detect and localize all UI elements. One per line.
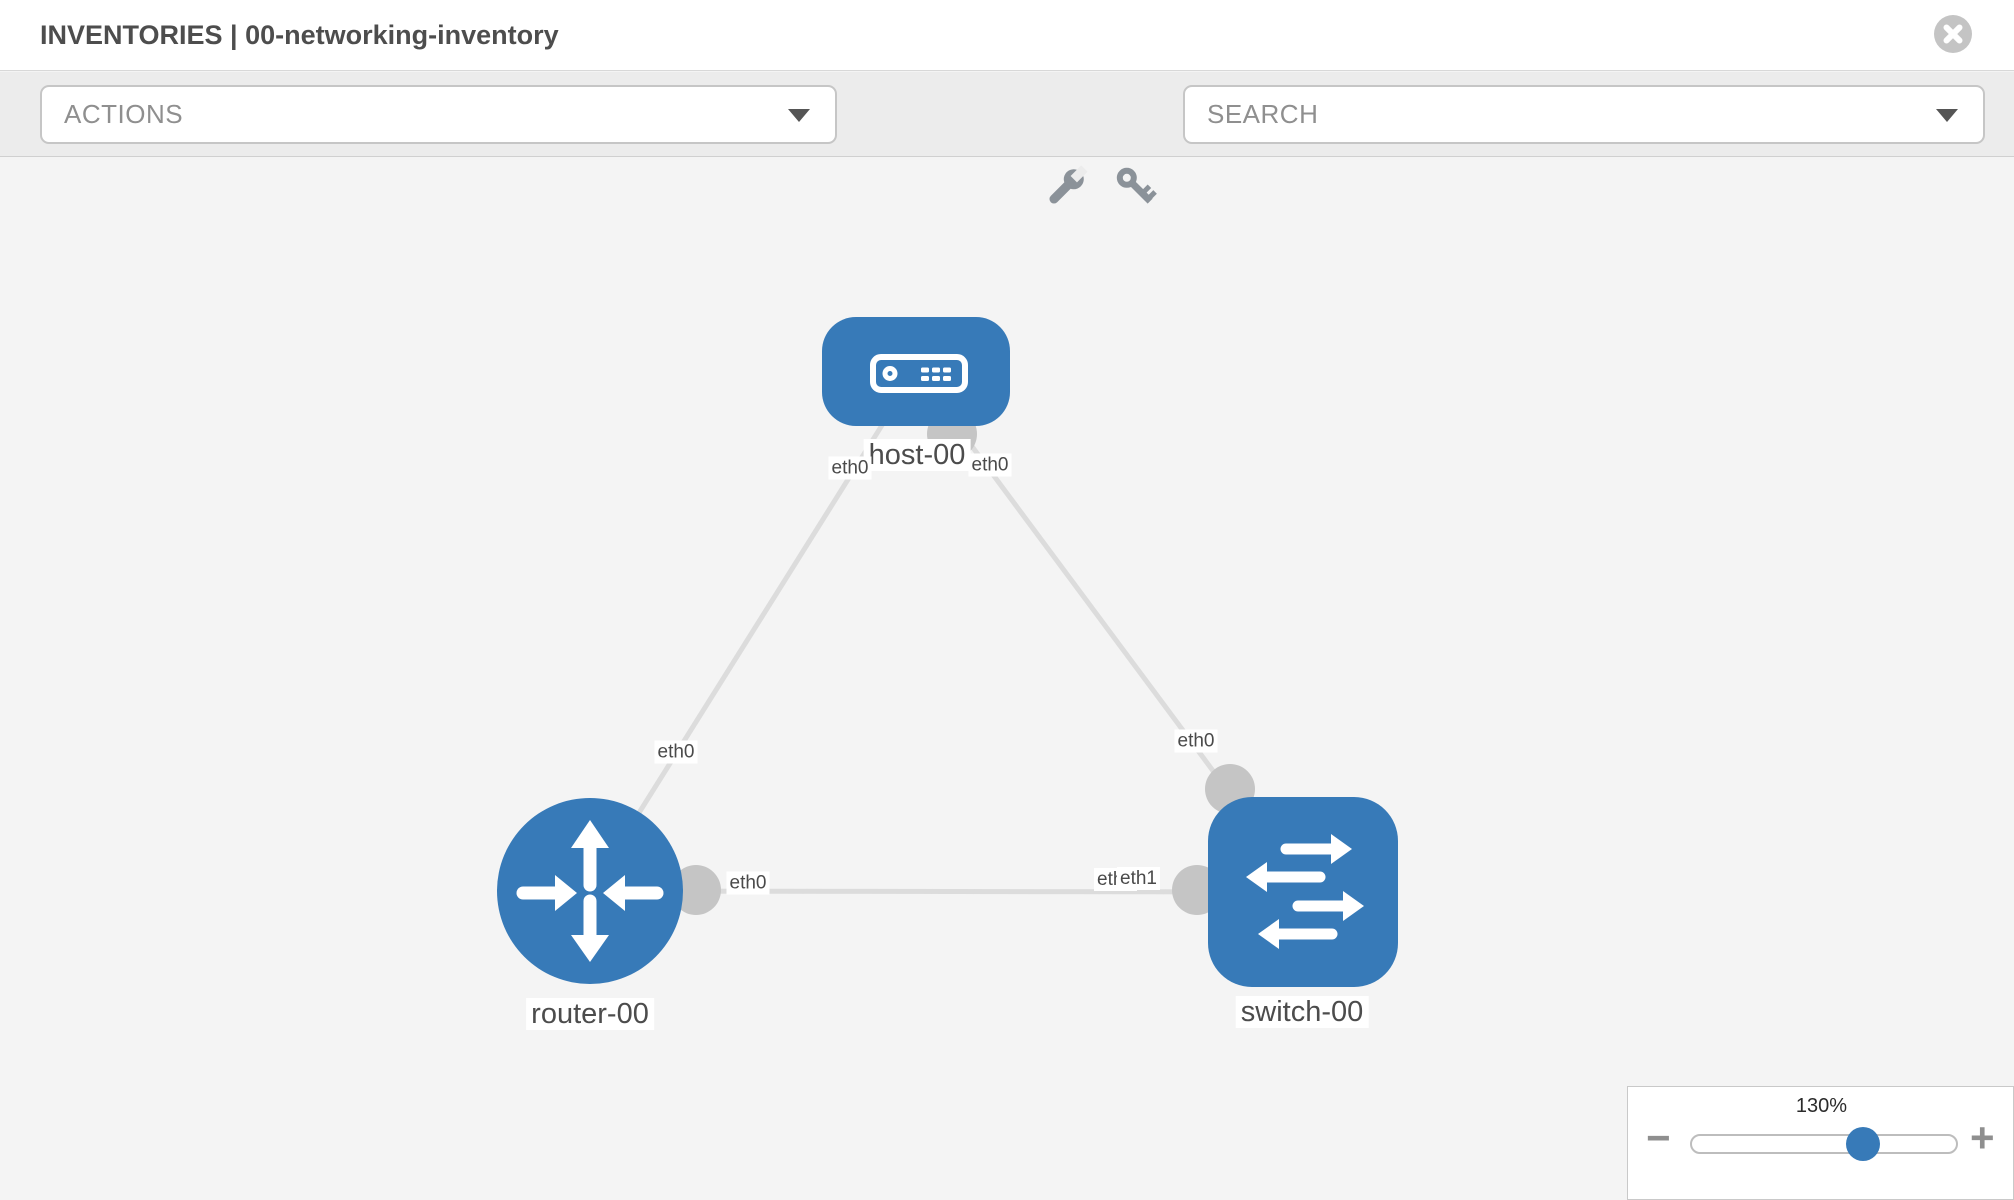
topology-canvas[interactable]	[0, 157, 2014, 1200]
zoom-control-panel: 130% − +	[1627, 1086, 2014, 1200]
panel-header: INVENTORIES | 00-networking-inventory	[0, 0, 2014, 71]
node-switch[interactable]	[1208, 797, 1398, 987]
port-dot-router	[671, 865, 721, 915]
router-icon	[516, 820, 664, 962]
wrench-icon[interactable]	[1042, 163, 1090, 211]
close-icon[interactable]	[1934, 15, 1972, 53]
iface-label-host-eth0-right: eth0	[968, 453, 1012, 477]
node-label-switch: switch-00	[1235, 996, 1369, 1028]
node-router[interactable]	[497, 798, 683, 984]
node-label-router: router-00	[526, 998, 654, 1030]
iface-label-host-eth0-left: eth0	[828, 456, 872, 480]
zoom-out-button[interactable]: −	[1646, 1114, 1671, 1161]
key-icon[interactable]	[1112, 163, 1160, 211]
zoom-slider-handle[interactable]	[1846, 1127, 1880, 1161]
search-dropdown[interactable]: SEARCH	[1183, 85, 1985, 144]
actions-dropdown-label: ACTIONS	[64, 99, 184, 129]
server-icon	[870, 354, 968, 393]
zoom-slider-track[interactable]	[1690, 1134, 1958, 1154]
chevron-down-icon	[1936, 109, 1958, 122]
switch-icon	[1246, 834, 1364, 949]
node-label-host: host-00	[863, 439, 971, 471]
zoom-level-value: 130%	[1795, 1095, 1848, 1117]
page-title: INVENTORIES | 00-networking-inventory	[40, 20, 559, 50]
zoom-in-button[interactable]: +	[1970, 1114, 1995, 1161]
iface-label-router-eth0-side: eth0	[726, 871, 770, 895]
iface-label-router-eth0-up: eth0	[654, 740, 698, 764]
iface-label-switch-eth1: eth1	[1117, 867, 1160, 890]
iface-label-switch-eth0-top: eth0	[1174, 729, 1218, 753]
search-dropdown-label: SEARCH	[1207, 99, 1319, 129]
interface-dots	[671, 409, 1255, 915]
chevron-down-icon	[788, 109, 810, 122]
toolbar: ACTIONS SEARCH	[0, 72, 2014, 204]
actions-dropdown[interactable]: ACTIONS	[40, 85, 837, 144]
node-host[interactable]	[822, 317, 1010, 426]
